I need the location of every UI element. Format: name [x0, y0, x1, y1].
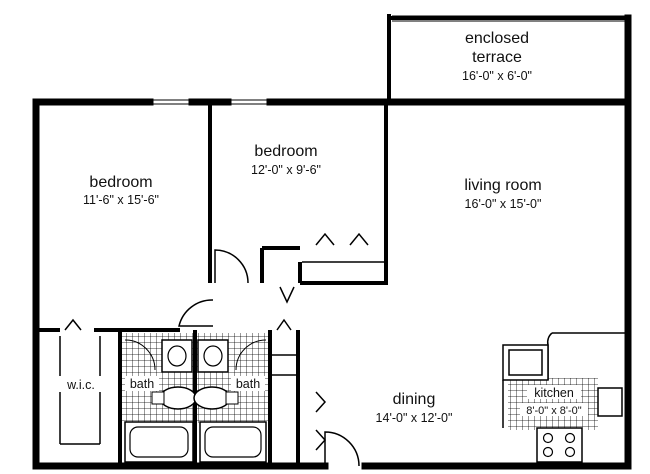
kitchen-name: kitchen — [534, 386, 574, 400]
doors — [64, 232, 369, 467]
bedroom-left-name: bedroom — [89, 174, 152, 191]
bath-fixtures — [124, 339, 267, 463]
bedroom-left-dims: 11'-6" x 15'-6" — [83, 193, 159, 207]
dining-dims: 14'-0" x 12'-0" — [376, 411, 453, 425]
room-labels: enclosed terrace 16'-0" x 6'-0" bedroom … — [58, 30, 588, 425]
bath-left-name: bath — [130, 377, 154, 391]
terrace-name-line2: terrace — [472, 49, 522, 66]
terrace-dims: 16'-0" x 6'-0" — [462, 69, 532, 83]
wic-name: w.i.c. — [66, 378, 95, 392]
living-room-name: living room — [464, 177, 541, 194]
exterior-walls — [32, 14, 632, 470]
windows — [150, 15, 625, 105]
kitchen-dims: 8'-0" x 8'-0" — [526, 405, 582, 417]
interior-walls — [36, 102, 388, 466]
living-room-dims: 16'-0" x 15'-0" — [465, 197, 542, 211]
terrace-name-line1: enclosed — [465, 30, 529, 47]
bedroom-mid-dims: 12'-0" x 9'-6" — [251, 163, 321, 177]
bath-right-name: bath — [236, 377, 260, 391]
dining-name: dining — [393, 391, 436, 408]
kitchen-fixtures — [502, 332, 628, 463]
bedroom-mid-name: bedroom — [254, 143, 317, 160]
